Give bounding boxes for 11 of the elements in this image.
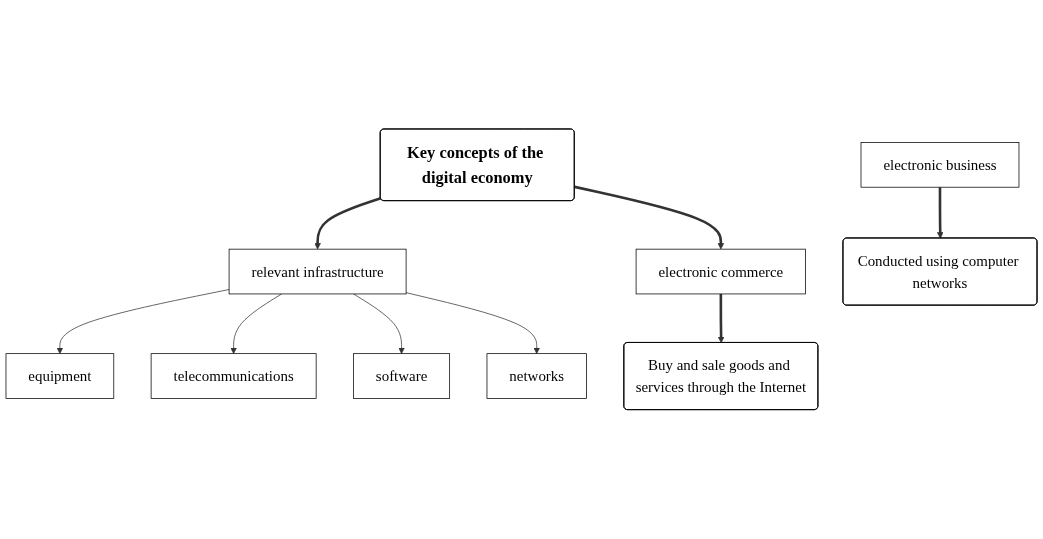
node-box: telecommunications — [150, 353, 317, 399]
arrow — [314, 197, 382, 250]
node-box: equipment — [5, 353, 115, 399]
node-box: relevant infrastructure — [228, 248, 407, 295]
node-box: electronic commerce — [635, 248, 806, 295]
arrow — [936, 187, 944, 239]
node-box: software — [353, 353, 451, 399]
node-box: electronic business — [860, 142, 1020, 188]
arrow — [574, 185, 725, 250]
arrow — [717, 294, 725, 344]
node-box: networks — [486, 353, 587, 399]
